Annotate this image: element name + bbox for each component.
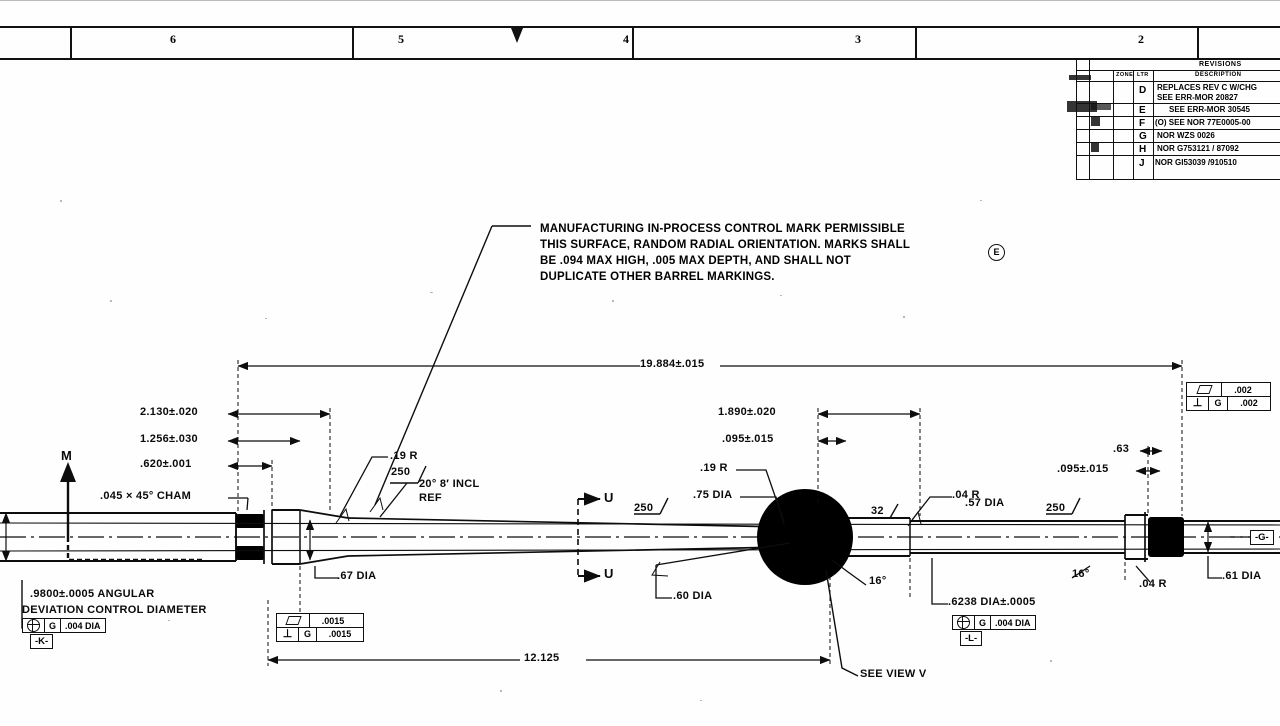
revisions-col-description: DESCRIPTION (1195, 72, 1242, 78)
revisions-title: REVISIONS (1199, 61, 1242, 68)
fcf-top-form-stack: .002 ⊥ G .002 (1186, 382, 1271, 411)
zone-border-strip: 6 5 4 3 2 (0, 26, 1280, 60)
dim-angle-incl-ref: REF (419, 492, 442, 504)
dim-dia-60: .60 DIA (673, 590, 713, 602)
dim-mid-095: .095±.015 (722, 433, 774, 445)
dim-right-63: .63 (1113, 443, 1130, 455)
revision-desc-f: (O) SEE NOR 77E0005-00 (1155, 118, 1251, 127)
fcf-top-perp-datum: G (1209, 396, 1228, 410)
revision-block: REVISIONS ZONE LTR DESCRIPTION D REPLACE… (1067, 58, 1280, 180)
revision-ltr-f: F (1139, 118, 1146, 129)
zone-number-3: 3 (855, 32, 861, 46)
finish-32: 32 (871, 505, 884, 517)
dim-radius-04: .04 R (952, 489, 980, 501)
datum-g: -G- (1250, 530, 1274, 545)
section-mark-u-bottom: U (604, 566, 614, 581)
note-line-4: DUPLICATE OTHER BARREL MARKINGS. (540, 271, 775, 283)
zone-number-4: 4 (623, 32, 629, 46)
dim-angle-16-left: 16° (869, 575, 887, 587)
dim-left-2130: 2.130±.020 (140, 406, 198, 418)
dim-radius-04-right: .04 R (1139, 578, 1167, 590)
dim-overall-length: 19.884±.015 (640, 358, 705, 370)
fcf-left-perp-datum: G (299, 627, 317, 641)
finish-250-center: 250 (634, 502, 654, 514)
fcf-left-tolerance: .004 DIA (65, 620, 101, 631)
fcf-left-perp-tol: .0015 (328, 629, 352, 640)
section-mark-m: M (61, 448, 73, 463)
dim-right-095: .095±.015 (1057, 463, 1109, 475)
revision-ltr-g: G (1139, 131, 1147, 142)
position-symbol-icon-right (953, 616, 975, 629)
dim-dia-75: .75 DIA (693, 489, 733, 501)
dim-dia-67: .67 DIA (337, 570, 377, 582)
revision-desc-d2: SEE ERR-MOR 20827 (1157, 93, 1238, 102)
fcf-left-flatness-tol: .0015 (321, 615, 345, 626)
finish-250-left: 250 (391, 466, 411, 478)
flatness-symbol-icon-top (1187, 383, 1222, 396)
dim-dia-57: .57 DIA (965, 497, 1005, 509)
datum-l: -L- (960, 631, 983, 646)
fcf-right-tolerance: .004 DIA (995, 617, 1031, 628)
note-line-2: THIS SURFACE, RANDOM RADIAL ORIENTATION.… (540, 239, 911, 251)
revision-desc-d: REPLACES REV C W/CHG (1157, 83, 1258, 92)
revision-desc-h: NOR G753121 / 87092 (1157, 144, 1239, 153)
revision-ltr-h: H (1139, 144, 1147, 155)
dim-angular-dia-2: DEVIATION CONTROL DIAMETER (22, 604, 207, 616)
fcf-top-flatness-tol: .002 (1234, 384, 1252, 395)
position-symbol-icon (23, 619, 45, 632)
revision-flag-e: E (988, 244, 1005, 261)
dim-dia-61: .61 DIA (1222, 570, 1262, 582)
sheet-top-edge (0, 0, 1280, 1)
fcf-left-perpendicularity: ⊥ G .0015 (276, 626, 364, 642)
fcf-left-form-stack: .0015 ⊥ G .0015 (276, 613, 364, 642)
dim-left-1256: 1.256±.030 (140, 433, 198, 445)
revision-desc-g: NOR WZS 0026 (1157, 131, 1215, 140)
fcf-left-position: G .004 DIA (22, 618, 106, 633)
dim-radius-19-center: .19 R (700, 462, 728, 474)
dim-dia-6238: .6238 DIA±.0005 (948, 596, 1036, 608)
datum-k: -K- (30, 634, 54, 649)
note-line-3: BE .094 MAX HIGH, .005 MAX DEPTH, AND SH… (540, 255, 852, 267)
dim-angle-16-right: 16° (1072, 568, 1090, 580)
section-mark-u-top: U (604, 490, 614, 505)
dim-angle-incl: 20° 8′ INCL (419, 478, 480, 490)
fcf-left-datum-g: G (45, 619, 62, 632)
revisions-col-zone: ZONE (1116, 72, 1134, 78)
perpendicularity-symbol-icon-top: ⊥ (1187, 396, 1209, 410)
revision-ltr-e: E (1139, 105, 1146, 116)
revision-desc-e: SEE ERR-MOR 30545 (1169, 105, 1250, 114)
revision-ltr-d: D (1139, 85, 1147, 96)
zone-number-5: 5 (398, 32, 404, 46)
flatness-symbol-icon (277, 614, 310, 627)
revision-desc-j: NOR GI53039 /910510 (1155, 158, 1237, 167)
dim-chamfer: .045 × 45° CHAM (100, 490, 192, 502)
zone-number-2: 2 (1138, 32, 1144, 46)
dim-left-620: .620±.001 (140, 458, 192, 470)
dim-angular-dia: .9800±.0005 ANGULAR (30, 588, 155, 600)
see-view-v-label: SEE VIEW V (860, 668, 927, 680)
fcf-top-perp-tol: .002 (1240, 398, 1258, 409)
dim-radius-19-left: .19 R (390, 450, 418, 462)
revisions-col-ltr: LTR (1137, 72, 1149, 78)
finish-250-right: 250 (1046, 502, 1066, 514)
perpendicularity-symbol-icon: ⊥ (277, 627, 299, 641)
note-line-1: MANUFACTURING IN-PROCESS CONTROL MARK PE… (540, 223, 905, 235)
fcf-top-perpendicularity: ⊥ G .002 (1186, 395, 1271, 411)
center-mark-arrow (511, 28, 523, 43)
dim-mid-1890: 1.890±.020 (718, 406, 776, 418)
fcf-right-position: G .004 DIA (952, 615, 1036, 630)
zone-number-6: 6 (170, 32, 176, 46)
revision-ltr-j: J (1139, 158, 1145, 169)
dim-bottom-length: 12.125 (524, 652, 560, 664)
fcf-right-datum-g: G (975, 616, 992, 629)
